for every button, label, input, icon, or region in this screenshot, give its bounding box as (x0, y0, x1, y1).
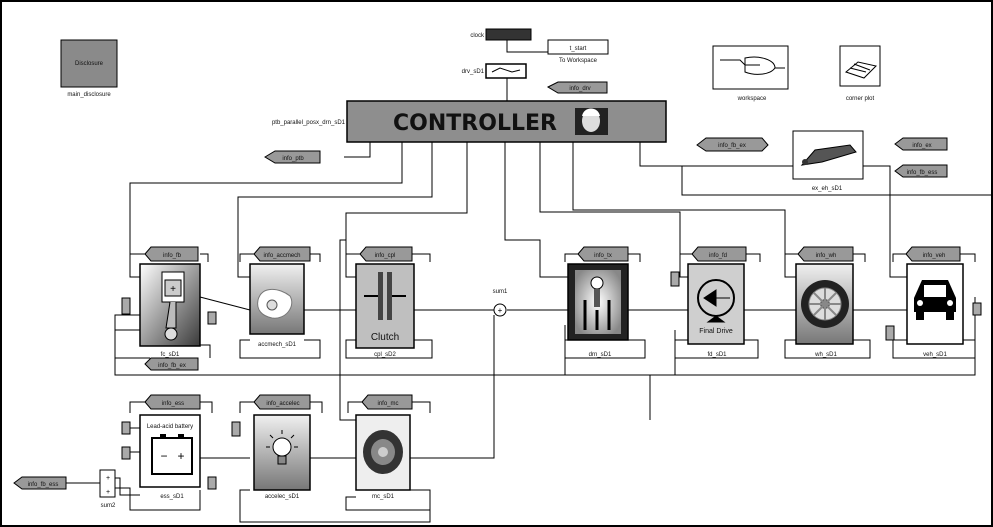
gearbox-label: drn_sD1 (589, 352, 612, 358)
einstein-portrait-icon (575, 108, 608, 135)
cornerplot-block[interactable] (840, 46, 880, 86)
clutch-label: cpl_sD2 (374, 352, 396, 358)
tag-info-ex-text: info_ex (912, 143, 931, 149)
tag-info-accmech-text: info_accmech (263, 253, 300, 259)
ess-input-port-1[interactable] (122, 422, 130, 434)
tag-info-ptb-text: info_ptb (282, 156, 304, 162)
svg-text:+: + (170, 284, 176, 295)
controller-title: CONTROLLER (393, 111, 557, 136)
veh-input-port[interactable] (886, 326, 894, 340)
sum2-block[interactable]: + + (100, 470, 115, 497)
final-drive-text: Final Drive (699, 328, 733, 335)
tag-info-fb-text: info_fb (163, 253, 182, 259)
fd-input-port[interactable] (671, 272, 679, 286)
tag-info-veh-text: info_veh (923, 253, 946, 259)
battery-text: Lead-acid battery (147, 424, 193, 430)
tag-info-fb-ex-top-text: info_fb_ex (718, 143, 746, 149)
workspace-label: workspace (737, 96, 767, 102)
workspace-block[interactable] (713, 46, 788, 89)
exhaust-label: ex_eh_sD1 (812, 186, 843, 192)
tag-info-wh-text: info_wh (816, 253, 837, 259)
battery-label: ess_sD1 (160, 494, 184, 500)
drv-block[interactable] (486, 64, 526, 78)
svg-text:+: + (177, 449, 184, 463)
disclosure-text: Disclosure (75, 61, 104, 67)
fc-input-port[interactable] (122, 298, 130, 314)
ess-input-port-2[interactable] (122, 447, 130, 459)
drv-label: drv_sD1 (462, 69, 485, 75)
sum2-label: sum2 (101, 503, 116, 509)
accmech-label: accmech_sD1 (258, 342, 297, 348)
tag-info-accelec-text: info_accelec (266, 401, 299, 407)
vehicle-label: veh_sD1 (923, 352, 947, 358)
vehicle-block[interactable] (907, 264, 963, 344)
ptb-parallel-label: ptb_parallel_posx_drn_sD1 (272, 120, 346, 126)
svg-text:+: + (106, 489, 110, 496)
tag-info-fb-ex-bottom-text: info_fb_ex (158, 363, 186, 369)
accelec-input-port[interactable] (232, 422, 240, 436)
sum1-label: sum1 (493, 289, 508, 295)
ess-output-port[interactable] (208, 477, 216, 489)
accmech-block[interactable] (250, 264, 304, 334)
svg-text:+: + (498, 306, 503, 315)
tag-info-fd-text: info_fd (709, 253, 727, 259)
svg-text:+: + (106, 475, 110, 482)
tag-info-tx-text: info_tx (594, 253, 612, 259)
accelec-block[interactable] (254, 415, 310, 490)
fuel-converter-label: fc_sD1 (161, 352, 180, 358)
clock-label: clock (470, 33, 485, 39)
clutch-text: Clutch (371, 332, 399, 343)
tag-info-drv-text: info_drv (569, 86, 590, 92)
tag-info-cpl-text: info_cpl (375, 253, 396, 259)
final-drive-label: fd_sD1 (707, 352, 727, 358)
veh-output-port[interactable] (973, 303, 981, 315)
tag-info-fb-ess-right-text: info_fb_ess (907, 170, 938, 176)
sum1-block[interactable]: + (494, 304, 506, 316)
fc-output-port[interactable] (208, 312, 216, 324)
gearbox-block[interactable] (568, 264, 628, 340)
svg-text:−: − (160, 449, 167, 463)
toworkspace-label: To Workspace (559, 58, 598, 64)
clock-block[interactable] (486, 29, 531, 40)
exhaust-block[interactable] (793, 131, 863, 179)
tag-info-fb-ess-left-text: info_fb_ess (28, 482, 59, 488)
disclosure-label: main_disclosure (67, 92, 111, 98)
cornerplot-label: corner plot (846, 96, 875, 102)
motor-controller-label: mc_sD1 (372, 494, 395, 500)
accelec-label: accelec_sD1 (265, 494, 300, 500)
tag-info-mc-text: info_mc (377, 401, 398, 407)
fuel-converter-block[interactable]: + (140, 264, 200, 346)
wheel-block[interactable] (796, 264, 853, 344)
tstart-text: t_start (570, 46, 587, 52)
tag-info-ess-text: info_ess (162, 401, 184, 407)
motor-controller-block[interactable] (356, 415, 410, 490)
wheel-label: wh_sD1 (814, 352, 837, 358)
